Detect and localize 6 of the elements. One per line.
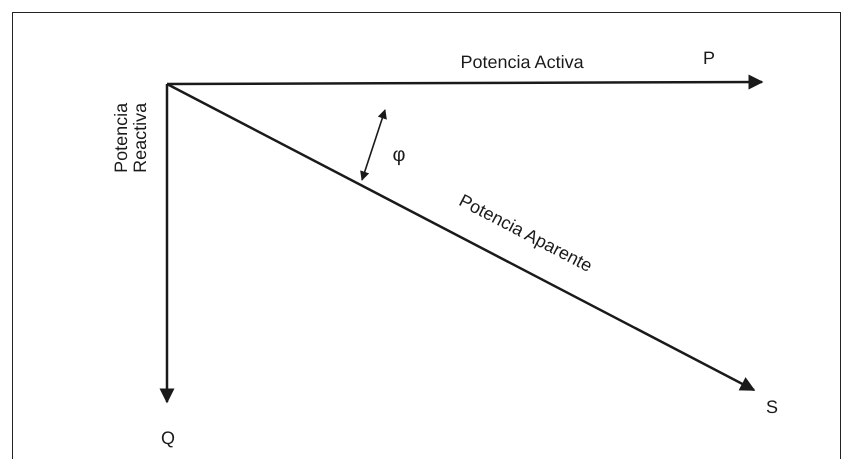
vector-label: Q: [161, 428, 176, 448]
axis-label: Potencia Activa: [460, 52, 584, 72]
axis-label: Potencia Reactiva: [112, 102, 150, 175]
vector-label: P: [703, 48, 716, 68]
vector-label: S: [766, 398, 778, 416]
angle-label: φ: [392, 144, 406, 166]
